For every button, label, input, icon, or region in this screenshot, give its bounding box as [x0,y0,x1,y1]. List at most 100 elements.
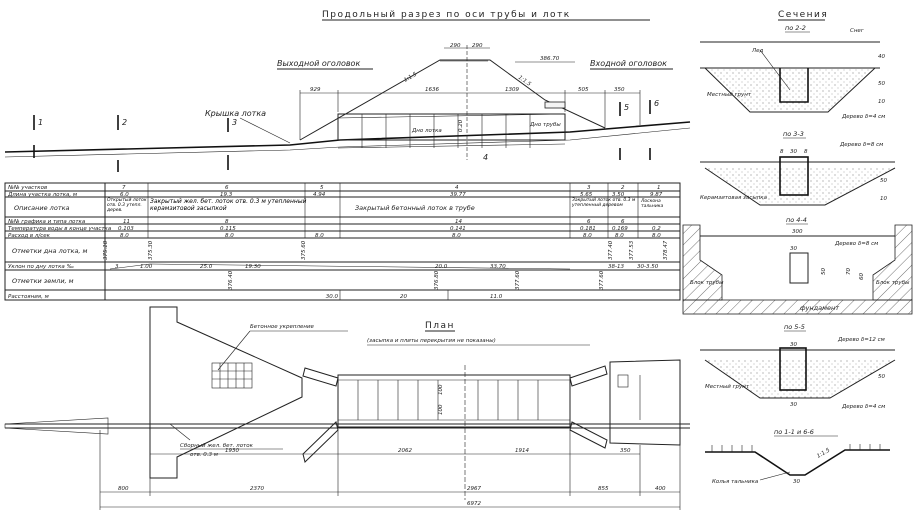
wood-label: Дерево δ=8 см [839,142,883,148]
dim: 50 [821,268,827,275]
embankment-outline [299,59,606,141]
pipe-blocks [337,101,566,149]
dim: 30 [790,342,797,348]
cell: 20.0 [435,264,448,270]
snow-label: Снег [850,28,864,34]
cell: 39.77 [450,192,466,198]
wing [302,421,339,463]
slope-label: 1:1.5 [816,447,832,459]
stakes-label: Колья тальника [712,479,759,485]
tray-4-4 [789,252,809,284]
cell: 8 [225,219,229,225]
wing [569,365,608,387]
cover-leader [239,117,291,144]
bottom-elevations: 375.18 375.30 375.60 377.40 377.53 378.4… [103,240,669,260]
row-label: Отметки дна лотка, м [12,247,88,255]
wood-label: Дерево δ=8 см [834,241,878,247]
dim: 300 [792,229,803,235]
inlet-headwall [609,359,681,446]
ground-line [4,121,691,153]
cell: 0.169 [612,226,628,232]
cell: 30-3.50 [637,264,659,270]
pipe-bottom-label: Дно трубы [529,122,561,128]
cell: 11.0 [490,294,503,300]
cell: 378.47 [663,240,669,260]
cell: 376.80 [434,270,440,290]
tray-label-2: отв. 0.3 м [190,452,218,458]
cell: 375.60 [301,240,307,260]
section-marks: 1 2 3 4 5 6 [33,99,659,172]
cell: 4 [455,185,459,191]
section-mark-6: 6 [654,99,659,108]
cell: 14 [455,219,462,225]
dim: 40 [878,54,885,60]
cover-label: Крышка лотка [205,109,266,118]
cell: 6.0 [120,192,129,198]
cell: 5.65 [580,192,593,198]
cell: 0.103 [118,226,134,232]
plan-dim: 400 [655,486,666,492]
cell: 7 [122,185,126,191]
cell: 6 [587,219,591,225]
cell: 5 [320,185,324,191]
foundation [682,299,913,315]
soil-label: Местный грунт [707,92,752,98]
row-label: Отметки земли, м [12,277,74,285]
dim: 8 [780,149,784,155]
cell: 375.18 [103,240,109,260]
plan-dim: 350 [620,448,631,454]
plan-dim: 1914 [515,448,529,454]
cell: 9.87 [650,192,663,198]
cell: 377.40 [608,240,614,260]
cell: Лоскона тальника [641,199,664,209]
drawing-title: Продольный разрез по оси трубы и лотк [322,10,571,20]
pipe-dim: 100 [438,384,444,395]
dim: 10 [878,99,885,105]
cell: 375.30 [148,240,154,260]
plan-title: План [425,321,455,331]
concrete-label: Бетонное укрепление [250,324,315,330]
section-numbers: 7 6 5 4 3 2 1 [122,185,661,191]
cell: 19.30 [245,264,261,270]
cell: 8.0 [120,233,129,239]
cell: 1.00 [140,264,153,270]
dim: 60 [859,273,865,280]
wood-label: Дерево δ=4 см [841,404,885,410]
dim: 8 [804,149,808,155]
cell: 377.53 [629,240,635,260]
cell: 4.94 [313,192,326,198]
wood-top-label: Дерево δ=12 см [837,337,885,343]
plan-dim: 800 [118,486,129,492]
plan-view: План (засыпка и плиты перекрытия не пока… [4,306,690,510]
row-label: Уклон по дну лотка ‰ [8,264,74,270]
tray-bottom-label: Дно лотка [411,128,442,134]
cell: 19.3 [220,192,233,198]
cell: 8.0 [615,233,624,239]
dim: 70 [846,268,852,275]
row-label: Температура воды в конце участка [8,226,112,232]
row-label: Длина участка лотка, м [7,192,77,198]
section-1-1-6-6-title: по 1-1 и 6-6 [774,428,814,436]
cell: 0.115 [220,226,236,232]
outlet-headwall [149,306,303,479]
cell: 33.70 [490,264,506,270]
section-mark-3: 3 [232,118,237,127]
dim: 50 [878,81,885,87]
wing [302,367,339,387]
cell: 3.50 [612,192,625,198]
row-label: №№ участков [7,185,47,191]
temperatures: 0.103 0.115 0.141 0.181 0.169 0.2 [118,226,661,232]
ground-elevations: 376.40 376.80 377.60 377.60 [228,270,605,290]
stakes [711,444,881,452]
cell: 6 [621,219,625,225]
cell: 8.0 [583,233,592,239]
pipe-dim: 100 [438,404,444,415]
row-label: Описание лотка [14,204,70,212]
tray-label: Сборный жел. бет. лоток [180,443,254,449]
dim: 30 [790,246,797,252]
top-dim-left: 290 [450,43,461,49]
pipe-plan [337,374,571,428]
row-label: Расход в л/сек [8,233,51,239]
section-3-3-title: по 3-3 [783,130,804,138]
